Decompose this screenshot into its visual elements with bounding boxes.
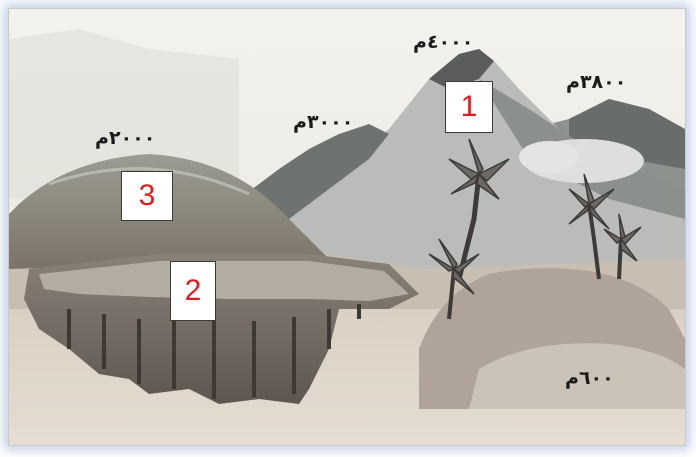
marker-2-label: 2 bbox=[185, 274, 202, 308]
marker-3: 3 bbox=[121, 171, 173, 221]
elevation-label-small-hill: ٦٠٠م bbox=[565, 367, 614, 389]
marker-1-label: 1 bbox=[461, 90, 478, 124]
landform-illustration: ٤٠٠٠م ٣٨٠٠م ٣٠٠٠م ٢٠٠٠م ٦٠٠م 1 2 3 bbox=[8, 8, 686, 446]
elevation-label-hill: ٢٠٠٠م bbox=[95, 127, 155, 149]
marker-3-label: 3 bbox=[139, 179, 156, 213]
elevation-label-peak-right: ٣٨٠٠م bbox=[566, 71, 626, 93]
marker-1: 1 bbox=[445, 81, 493, 133]
marker-2: 2 bbox=[170, 261, 216, 321]
elevation-label-peak-main: ٤٠٠٠م bbox=[413, 31, 473, 53]
elevation-label-peak-middle: ٣٠٠٠م bbox=[293, 111, 353, 133]
